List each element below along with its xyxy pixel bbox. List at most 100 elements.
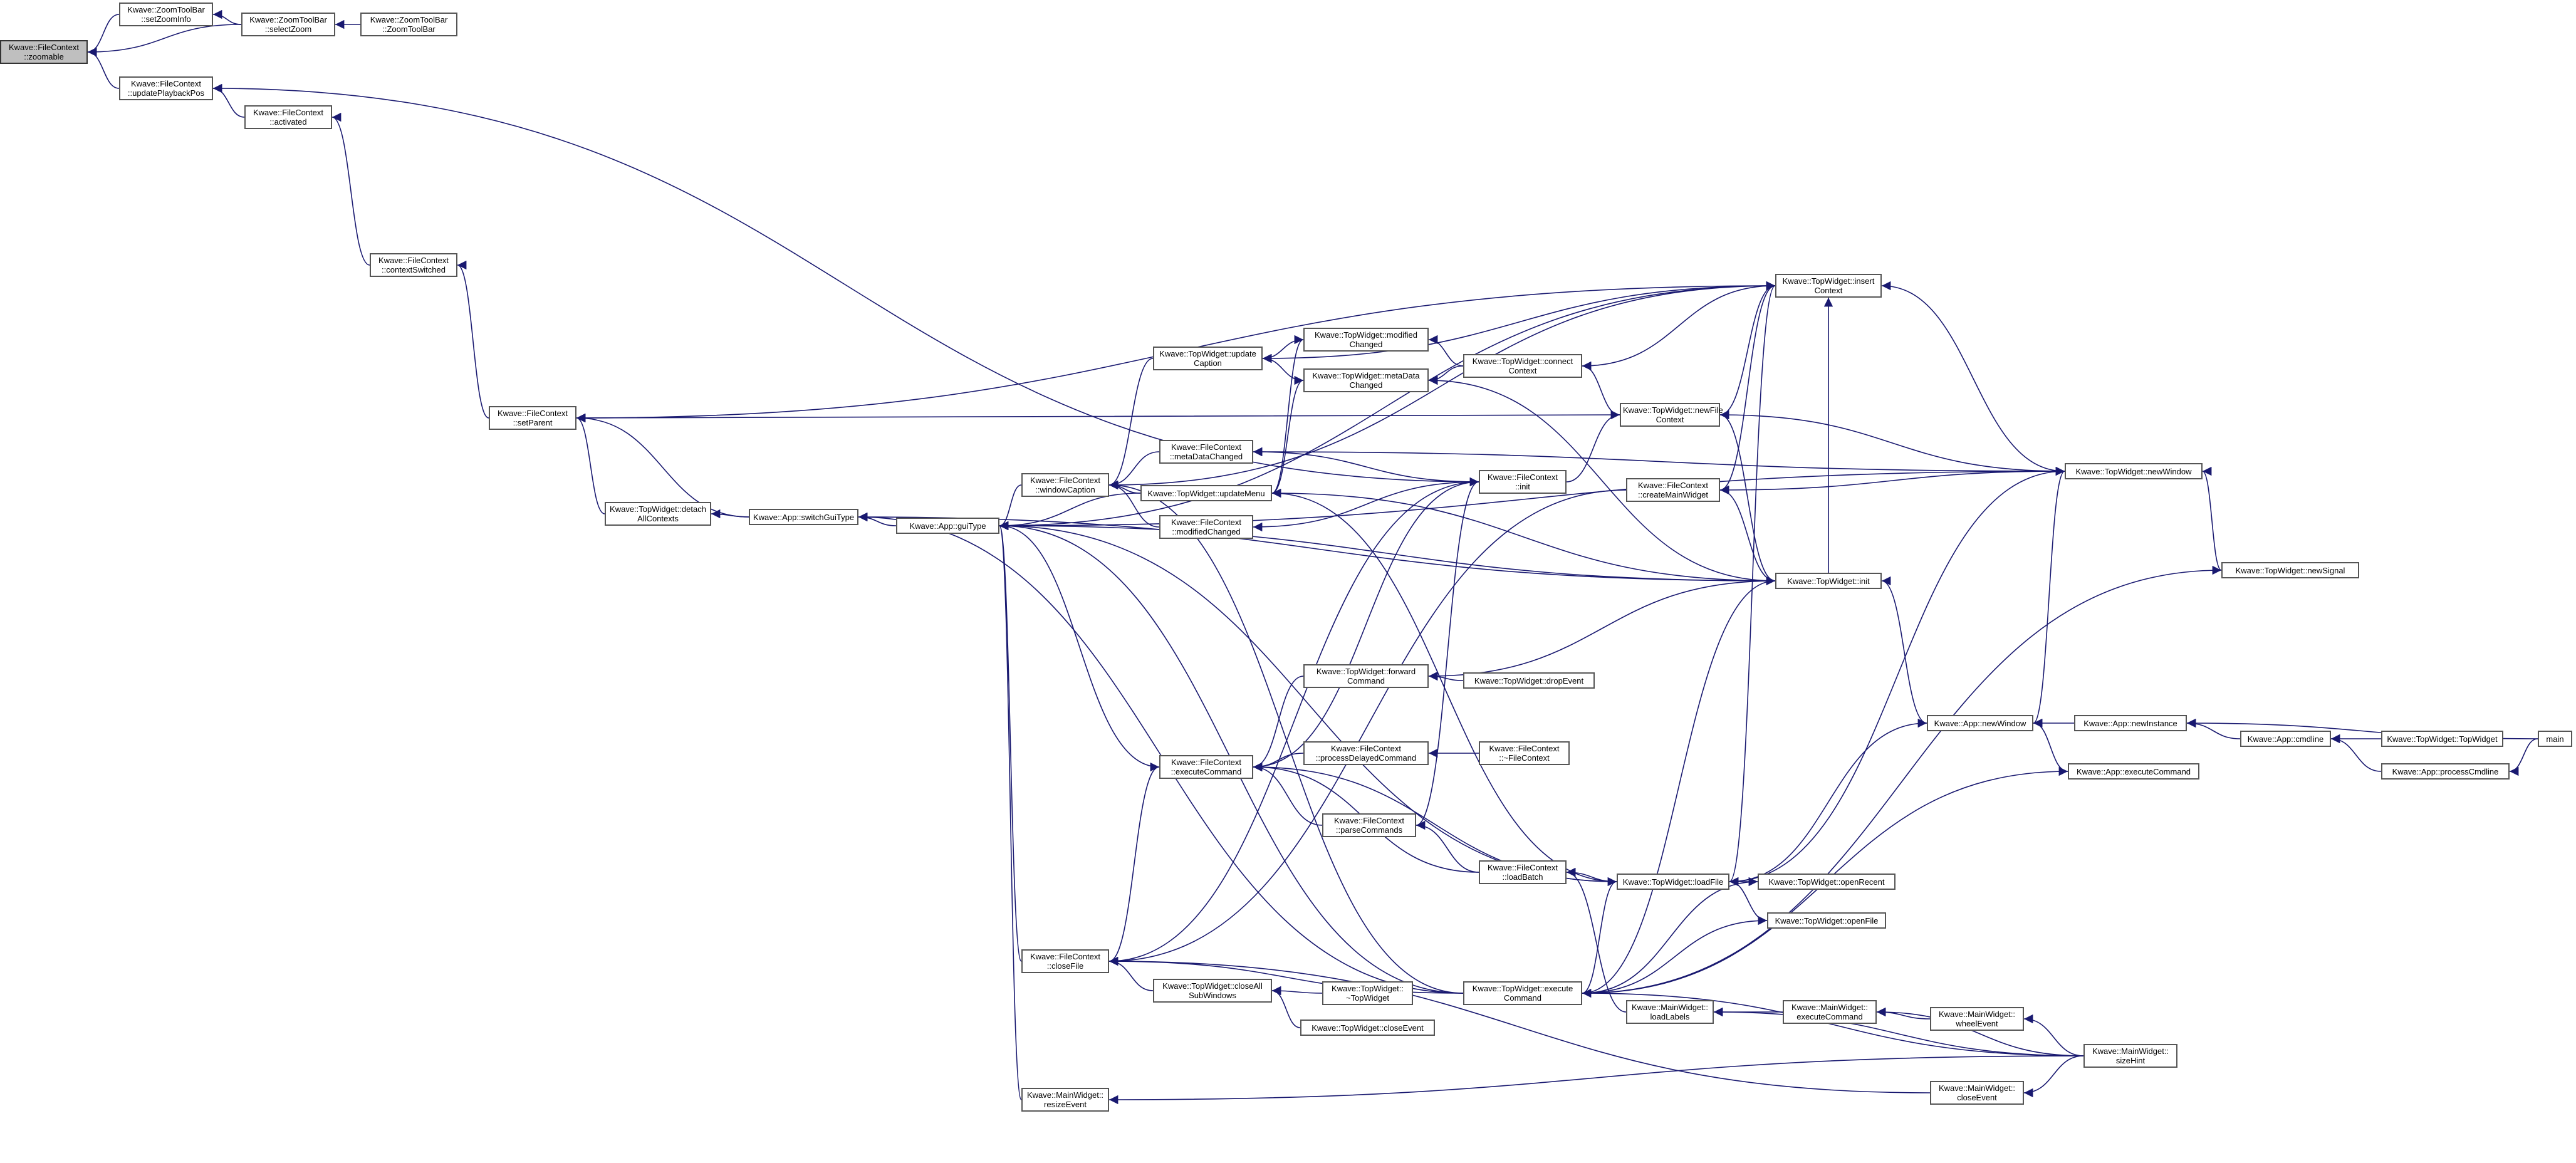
node-tw-dtor[interactable]: Kwave::TopWidget::~TopWidget bbox=[1322, 981, 1413, 1005]
edge-selectZoom-to-setZoomInfo bbox=[212, 9, 242, 25]
edge-parseCommands-to-fcExecuteCommand bbox=[1253, 762, 1323, 826]
node-label-line: Kwave::FileContext bbox=[378, 256, 449, 265]
node-app-new-window[interactable]: Kwave::App::newWindow bbox=[1927, 715, 2033, 731]
node-mw-execute-command[interactable]: Kwave::MainWidget::executeCommand bbox=[1783, 1000, 1877, 1024]
node-label-line: ::contextSwitched bbox=[382, 265, 446, 274]
node-fc-dtor[interactable]: Kwave::FileContext::~FileContext bbox=[1479, 741, 1570, 765]
node-set-parent[interactable]: Kwave::FileContext::setParent bbox=[489, 406, 576, 430]
edge-connectContext-to-twMetaDataChanged bbox=[1428, 365, 1464, 385]
node-wheel-event[interactable]: Kwave::MainWidget::wheelEvent bbox=[1930, 1007, 2024, 1031]
node-gui-type[interactable]: Kwave::App::guiType bbox=[896, 518, 999, 534]
node-label-line: ::selectZoom bbox=[264, 24, 312, 34]
node-label-line: ::parseCommands bbox=[1335, 825, 1403, 835]
node-label-line: ::activated bbox=[269, 117, 307, 127]
edge-closeFile-to-fcInit bbox=[1108, 477, 1479, 962]
node-update-playback-pos[interactable]: Kwave::FileContext::updatePlaybackPos bbox=[119, 76, 213, 100]
node-close-file[interactable]: Kwave::FileContext::closeFile bbox=[1021, 949, 1109, 973]
edge-twInit-to-switchGuiType bbox=[858, 512, 1776, 582]
edge-closeAllSubWindows-to-closeFile bbox=[1108, 956, 1154, 991]
node-label-line: Kwave::TopWidget::updateMenu bbox=[1147, 488, 1265, 498]
node-label-line: Kwave::TopWidget::newWindow bbox=[2075, 466, 2192, 476]
edge-sizeHint-to-wheelEvent bbox=[2023, 1014, 2084, 1056]
edge-insertContext-to-windowCaption bbox=[1108, 285, 1776, 490]
node-process-delayed-command[interactable]: Kwave::FileContext::processDelayedComman… bbox=[1303, 741, 1429, 765]
edge-fcExecuteCommand-to-guiType bbox=[999, 521, 1160, 768]
node-fc-execute-command[interactable]: Kwave::FileContext::executeCommand bbox=[1159, 755, 1253, 779]
node-label-line: main bbox=[2546, 734, 2564, 744]
node-drop-event[interactable]: Kwave::TopWidget::dropEvent bbox=[1463, 672, 1595, 689]
node-create-main-widget[interactable]: Kwave::FileContext::createMainWidget bbox=[1626, 478, 1720, 502]
node-process-cmdline[interactable]: Kwave::App::processCmdline bbox=[2381, 763, 2510, 780]
node-label-line: Kwave::TopWidget::newFile bbox=[1623, 405, 1723, 415]
node-zoomable[interactable]: Kwave::FileContext::zoomable bbox=[0, 40, 88, 64]
node-label-line: wheelEvent bbox=[1956, 1019, 1998, 1028]
node-context-switched[interactable]: Kwave::FileContext::contextSwitched bbox=[370, 253, 457, 277]
node-new-instance[interactable]: Kwave::App::newInstance bbox=[2074, 715, 2187, 731]
edge-sizeHint-to-mwExecuteCommand bbox=[1876, 1007, 2084, 1056]
node-main[interactable]: main bbox=[2538, 731, 2572, 747]
edge-loadFile-to-insertContext bbox=[1729, 281, 1776, 882]
node-fc-modified-changed[interactable]: Kwave::FileContext::modifiedChanged bbox=[1159, 515, 1253, 539]
edge-createMainWidget-to-closeFile bbox=[1108, 489, 1627, 966]
node-label-line: Kwave::ZoomToolBar bbox=[370, 15, 448, 24]
node-label-line: resizeEvent bbox=[1044, 1100, 1087, 1109]
node-label-line: Caption bbox=[1194, 358, 1222, 368]
node-load-labels[interactable]: Kwave::MainWidget::loadLabels bbox=[1626, 1000, 1714, 1024]
edge-resizeEvent-to-guiType bbox=[999, 521, 1022, 1100]
node-open-file[interactable]: Kwave::TopWidget::openFile bbox=[1767, 912, 1886, 929]
edge-setZoomInfo-to-zoomable bbox=[87, 14, 120, 57]
node-label-line: Changed bbox=[1349, 380, 1383, 390]
edge-sizeHint-to-loadLabels bbox=[1713, 1007, 2084, 1056]
node-fc-init[interactable]: Kwave::FileContext::init bbox=[1479, 470, 1567, 494]
edge-loadFile-to-appNewWindow bbox=[1729, 718, 1927, 882]
node-activated[interactable]: Kwave::FileContext::activated bbox=[244, 105, 332, 129]
node-tw-init[interactable]: Kwave::TopWidget::init bbox=[1775, 573, 1882, 589]
node-label-line: Command bbox=[1347, 676, 1385, 686]
node-select-zoom[interactable]: Kwave::ZoomToolBar::selectZoom bbox=[241, 13, 335, 36]
node-fc-meta-data-changed[interactable]: Kwave::FileContext::metaDataChanged bbox=[1159, 440, 1253, 464]
node-set-zoom-info[interactable]: Kwave::ZoomToolBar::setZoomInfo bbox=[119, 3, 213, 26]
node-label-line: ::metaDataChanged bbox=[1169, 452, 1243, 461]
node--zoom-tool-bar-ctor[interactable]: Kwave::ZoomToolBar::ZoomToolBar bbox=[360, 13, 457, 36]
node-tw-close-event[interactable]: Kwave::TopWidget::closeEvent bbox=[1300, 1020, 1435, 1036]
edge-twExecuteCommand-to-openRecent bbox=[1582, 877, 1758, 994]
node-label-line: Kwave::FileContext bbox=[1030, 952, 1100, 961]
node-label-line: Kwave::TopWidget::TopWidget bbox=[2387, 734, 2498, 744]
node-new-window-t-w[interactable]: Kwave::TopWidget::newWindow bbox=[2065, 463, 2203, 479]
node-open-recent[interactable]: Kwave::TopWidget::openRecent bbox=[1758, 874, 1895, 890]
node-label-line: Kwave::TopWidget::execute bbox=[1472, 984, 1573, 993]
node-update-menu[interactable]: Kwave::TopWidget::updateMenu bbox=[1140, 485, 1272, 501]
node-label-line: Kwave::FileContext bbox=[498, 409, 568, 418]
node-new-signal[interactable]: Kwave::TopWidget::newSignal bbox=[2221, 562, 2359, 578]
node-label-line: Kwave::FileContext bbox=[1171, 518, 1241, 527]
node-parse-commands[interactable]: Kwave::FileContext::parseCommands bbox=[1322, 813, 1416, 837]
node-mw-close-event[interactable]: Kwave::MainWidget::closeEvent bbox=[1930, 1081, 2024, 1105]
node-label-line: Kwave::App::newWindow bbox=[1934, 718, 2026, 728]
node-tw-ctor[interactable]: Kwave::TopWidget::TopWidget bbox=[2381, 731, 2503, 747]
node-resize-event[interactable]: Kwave::MainWidget::resizeEvent bbox=[1021, 1088, 1109, 1112]
node-label-line: Kwave::TopWidget::metaData bbox=[1312, 371, 1420, 380]
edge-updateMenu-to-twMetaDataChanged bbox=[1271, 375, 1304, 494]
node-window-caption[interactable]: Kwave::FileContext::windowCaption bbox=[1021, 473, 1109, 497]
node-load-file[interactable]: Kwave::TopWidget::loadFile bbox=[1617, 874, 1729, 890]
edge-fcMetaDataChanged-to-windowCaption bbox=[1108, 451, 1160, 490]
node-app-execute-command[interactable]: Kwave::App::executeCommand bbox=[2068, 763, 2199, 780]
node-cmdline[interactable]: Kwave::App::cmdline bbox=[2240, 731, 2331, 747]
node-load-batch[interactable]: Kwave::FileContext::loadBatch bbox=[1479, 860, 1567, 884]
node-label-line: Kwave::TopWidget::dropEvent bbox=[1474, 675, 1584, 686]
edge-newFileContext-to-insertContext bbox=[1719, 281, 1776, 415]
node-label-line: Kwave::TopWidget::closeEvent bbox=[1311, 1023, 1424, 1033]
node-switch-gui-type[interactable]: Kwave::App::switchGuiType bbox=[749, 509, 858, 525]
node-size-hint[interactable]: Kwave::MainWidget::sizeHint bbox=[2083, 1044, 2177, 1068]
node-label-line: Context bbox=[1656, 415, 1684, 424]
